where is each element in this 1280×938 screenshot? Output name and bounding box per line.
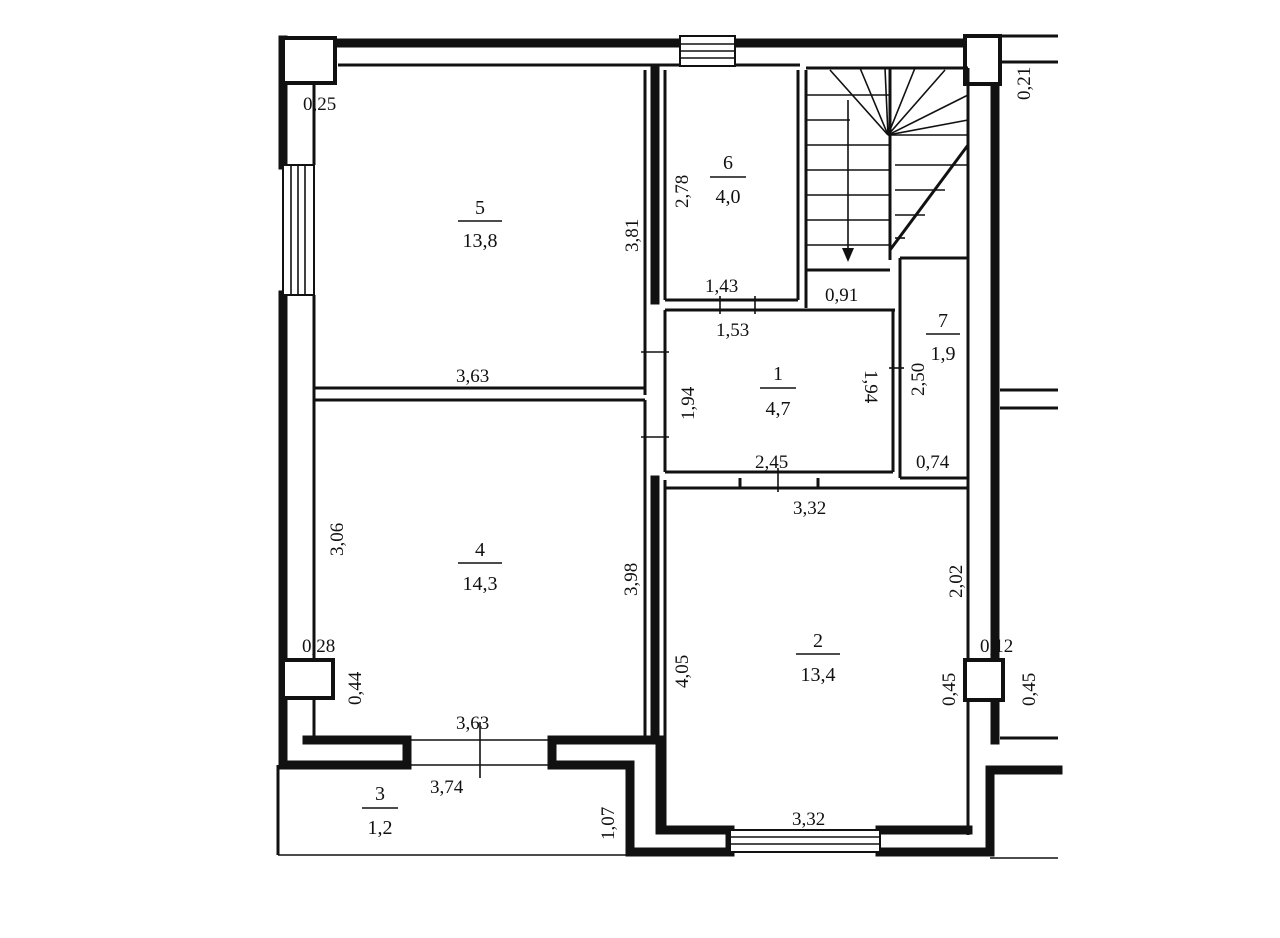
dim-0-74: 0,74 (916, 452, 950, 473)
walls (276, 34, 1063, 859)
dimension-labels: 0,25 0,21 3,81 2,78 1,43 0,91 1,53 3,63 … (302, 67, 1040, 840)
window-bottom-right (729, 829, 881, 853)
room-4-area: 14,3 (463, 573, 498, 595)
room-5-label: 5 13,8 (458, 197, 502, 252)
room-6-number: 6 (723, 152, 733, 174)
room-6-label: 6 4,0 (710, 152, 746, 208)
room-3-label: 3 1,2 (362, 783, 398, 839)
bottom-bay-wall (547, 735, 735, 857)
room2-bottom-wall-bay (875, 765, 1063, 857)
dim-3-74: 3,74 (430, 777, 464, 798)
dim-1-94-left: 1,94 (678, 386, 699, 420)
dim-0-21: 0,21 (1014, 67, 1035, 100)
room-1-area: 4,7 (766, 398, 791, 420)
room-4-label: 4 14,3 (458, 539, 502, 595)
dim-1-94-right: 1,94 (860, 370, 881, 404)
bottom-wall-left (278, 735, 412, 770)
dim-2-50: 2,50 (908, 363, 929, 396)
window-bottom-left (407, 739, 552, 766)
door-marks (479, 296, 904, 778)
room-6-area: 4,0 (716, 186, 741, 208)
room-5-number: 5 (475, 197, 485, 219)
room-7-label: 7 1,9 (926, 310, 960, 365)
staircase (806, 66, 970, 272)
columns (281, 34, 1005, 702)
column-top-right (963, 34, 1002, 86)
dim-3-06: 3,06 (327, 523, 348, 556)
dim-0-45-right: 0,45 (1019, 673, 1040, 706)
room-7-area: 1,9 (931, 343, 956, 365)
dim-1-53: 1,53 (716, 320, 749, 341)
dim-0-45-left: 0,45 (939, 673, 960, 706)
room-7-number: 7 (938, 310, 948, 332)
windows (282, 35, 881, 853)
column-bottom-left (281, 658, 335, 700)
room-2-label: 2 13,4 (796, 630, 840, 686)
dim-2-02: 2,02 (946, 565, 967, 598)
dim-2-45: 2,45 (755, 452, 788, 473)
dim-3-32-bottom: 3,32 (792, 809, 825, 830)
room-labels: 5 13,8 6 4,0 7 1,9 1 4,7 4 14,3 2 13,4 (362, 152, 960, 839)
dim-3-81: 3,81 (622, 219, 643, 252)
dim-1-07: 1,07 (598, 807, 619, 840)
dim-0-25: 0,25 (303, 94, 336, 115)
room-3-area: 1,2 (368, 817, 393, 839)
room-2-number: 2 (813, 630, 823, 652)
dim-3-63-bottom: 3,63 (456, 713, 489, 734)
dim-0-91: 0,91 (825, 285, 858, 306)
dim-4-05: 4,05 (672, 655, 693, 688)
window-top (679, 35, 736, 67)
room-1-number: 1 (773, 363, 783, 385)
column-bottom-right (963, 658, 1005, 702)
dim-0-12: 0,12 (980, 636, 1013, 657)
room-3-number: 3 (375, 783, 385, 805)
room-1-label: 1 4,7 (760, 363, 796, 420)
room-2-area: 13,4 (801, 664, 836, 686)
room-5-area: 13,8 (463, 230, 498, 252)
dim-3-63-top: 3,63 (456, 366, 489, 387)
dim-3-98: 3,98 (621, 563, 642, 596)
window-left (282, 164, 315, 296)
dim-1-43: 1,43 (705, 276, 738, 297)
column-top-left (281, 36, 337, 85)
dim-0-28: 0,28 (302, 636, 335, 657)
dim-2-78: 2,78 (672, 175, 693, 208)
dim-3-32-top: 3,32 (793, 498, 826, 519)
room-4-number: 4 (475, 539, 485, 561)
stair-arrow-icon (842, 248, 854, 262)
dim-0-44: 0,44 (345, 671, 366, 705)
